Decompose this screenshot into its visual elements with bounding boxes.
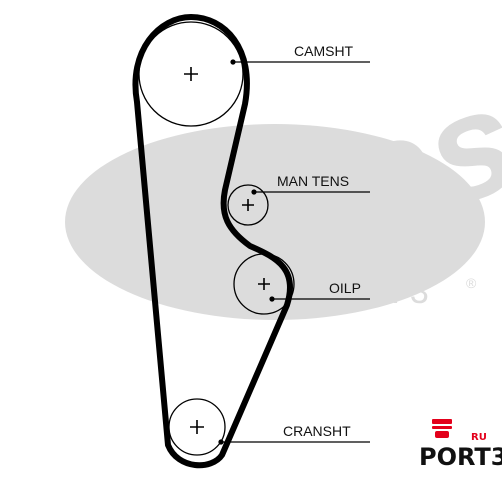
camshaft-center-cross — [184, 67, 198, 81]
man-tens-label: MAN TENS — [277, 173, 349, 189]
watermark-oval — [65, 124, 485, 320]
piston-icon — [432, 419, 452, 438]
leader-lines — [218, 59, 370, 445]
watermark-ru: RU — [384, 234, 410, 254]
timing-belt — [132, 14, 294, 469]
port3-logo: RU PORT3 — [419, 419, 502, 471]
pulley-centers — [184, 67, 270, 434]
man-tens-leader-dot — [251, 189, 257, 195]
crankshaft-leader-dot — [218, 439, 224, 445]
crankshaft-center-cross — [190, 420, 204, 434]
camshaft-pulley — [138, 21, 244, 127]
tensioner-center-cross — [242, 199, 254, 211]
camshaft-label: CAMSHT — [294, 43, 354, 59]
oil-pump-leader-dot — [269, 296, 275, 302]
watermark-registered: ® — [466, 275, 477, 291]
logo-text: PORT3 — [419, 443, 502, 471]
crankshaft-label: CRANSHT — [283, 423, 351, 439]
logo-ru: RU — [471, 432, 487, 443]
watermark-port: PORT3 — [300, 273, 433, 311]
camshaft-leader-dot — [230, 59, 236, 65]
oil-pump-label: OILP — [329, 280, 361, 296]
oil-pump-center-cross — [258, 278, 270, 290]
tensioner-pulley — [227, 184, 269, 226]
